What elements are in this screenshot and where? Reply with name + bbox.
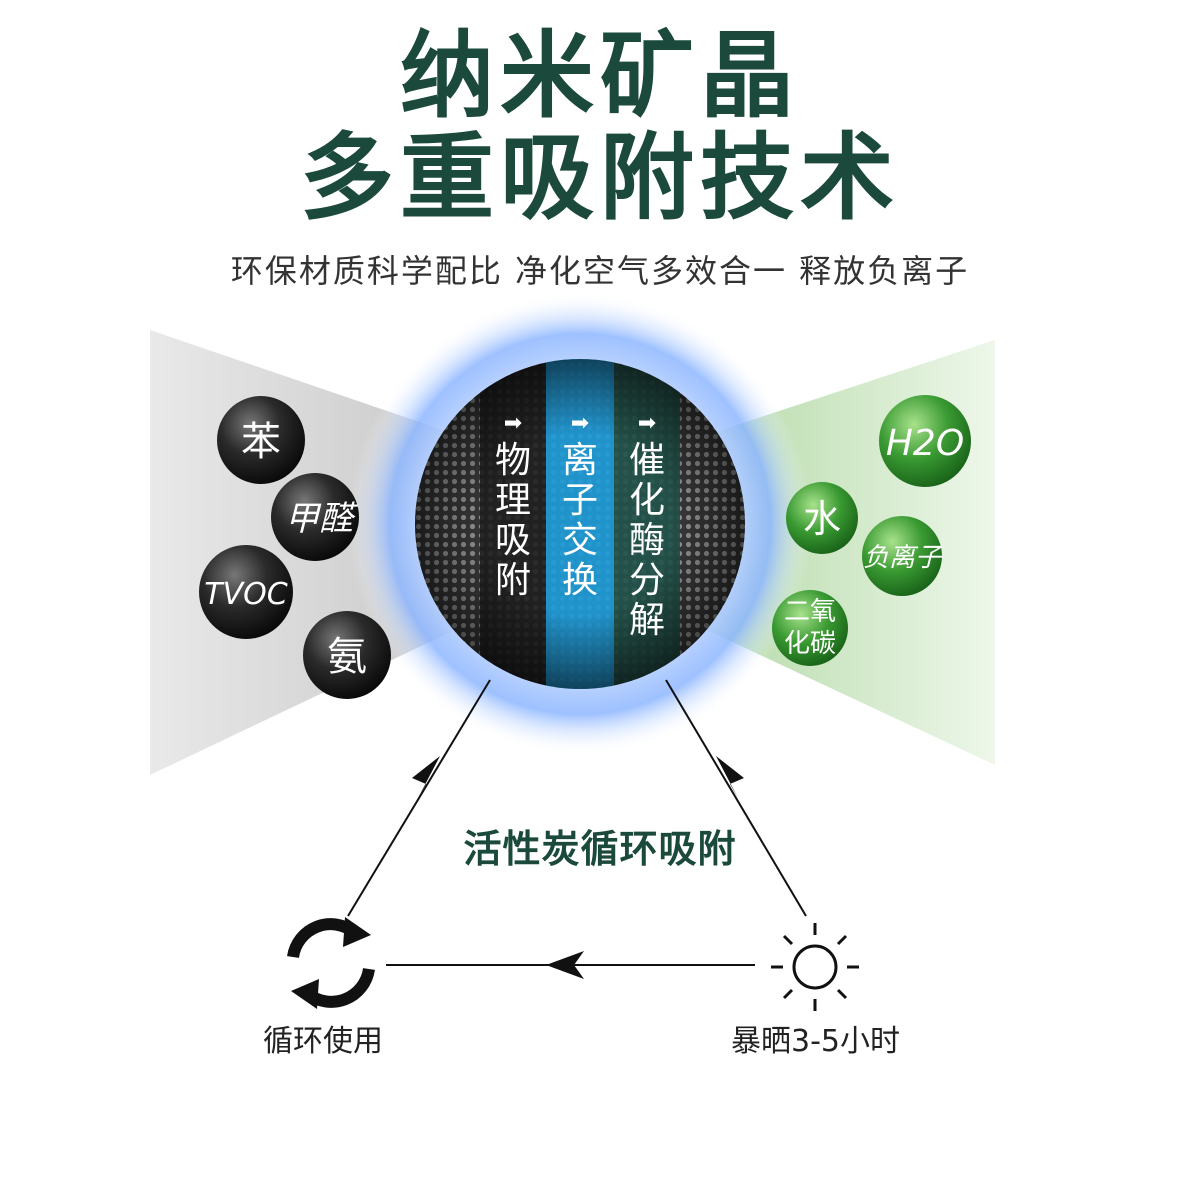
title-line-2: 多重吸附技术 bbox=[299, 124, 900, 233]
band-catalyst-arrow: ➡ bbox=[638, 411, 656, 436]
cycle-arrow-bottom bbox=[546, 951, 584, 979]
cycle-line-right bbox=[665, 679, 807, 917]
cycle-arrow-left bbox=[412, 756, 440, 798]
pollutant-label: TVOC bbox=[204, 577, 287, 612]
cycle-center-label: 活性炭循环吸附 bbox=[463, 827, 737, 871]
output-ball bbox=[879, 395, 971, 487]
output-label: H2O bbox=[886, 423, 964, 464]
pollutant-label: 氨 bbox=[327, 634, 367, 680]
band-catalyst-char: 催 bbox=[629, 440, 665, 481]
pollutant-ball bbox=[271, 473, 359, 561]
band-catalyst-char: 解 bbox=[629, 600, 665, 641]
output-ball bbox=[772, 590, 848, 666]
output-ball bbox=[786, 482, 858, 554]
band-ion-char: 换 bbox=[562, 560, 598, 601]
cycle-arrow-right bbox=[716, 756, 744, 798]
cycle-left-caption: 循环使用 bbox=[263, 1024, 383, 1059]
output-label: 二氧 bbox=[784, 597, 836, 627]
filter-sphere bbox=[415, 359, 745, 689]
subtitle: 环保材质科学配比 净化空气多效合一 释放负离子 bbox=[230, 252, 970, 290]
output-label-line2: 化碳 bbox=[784, 629, 836, 659]
band-physical-char: 吸 bbox=[495, 520, 531, 561]
band-physical-char: 附 bbox=[495, 560, 531, 601]
band-ion-arrow: ➡ bbox=[571, 411, 589, 436]
band-catalyst-char: 化 bbox=[629, 480, 665, 521]
pollutant-label: 甲醛 bbox=[285, 499, 358, 539]
band-physical-char: 物 bbox=[495, 440, 531, 481]
output-label: 水 bbox=[803, 497, 841, 541]
band-ion-char: 交 bbox=[562, 520, 598, 561]
recycle-icon bbox=[287, 917, 375, 1009]
output-label: 负离子 bbox=[863, 543, 943, 573]
band-ion-char: 子 bbox=[562, 480, 598, 521]
band-physical-arrow: ➡ bbox=[504, 411, 522, 436]
pollutant-ball bbox=[217, 396, 305, 484]
cycle-line-left bbox=[347, 679, 491, 917]
sun-icon bbox=[771, 923, 859, 1011]
band-catalyst-char: 分 bbox=[629, 560, 665, 601]
band-physical-char: 理 bbox=[495, 480, 531, 521]
cycle-right-caption: 暴晒3-5小时 bbox=[731, 1024, 900, 1059]
title-line-1: 纳米矿晶 bbox=[399, 22, 800, 131]
pollutant-ball bbox=[303, 611, 391, 699]
band-catalyst-char: 酶 bbox=[629, 520, 665, 561]
band-ion-char: 离 bbox=[562, 440, 598, 481]
pollutant-ball bbox=[199, 545, 293, 639]
output-ball bbox=[862, 516, 942, 596]
pollutant-label: 苯 bbox=[241, 419, 281, 465]
